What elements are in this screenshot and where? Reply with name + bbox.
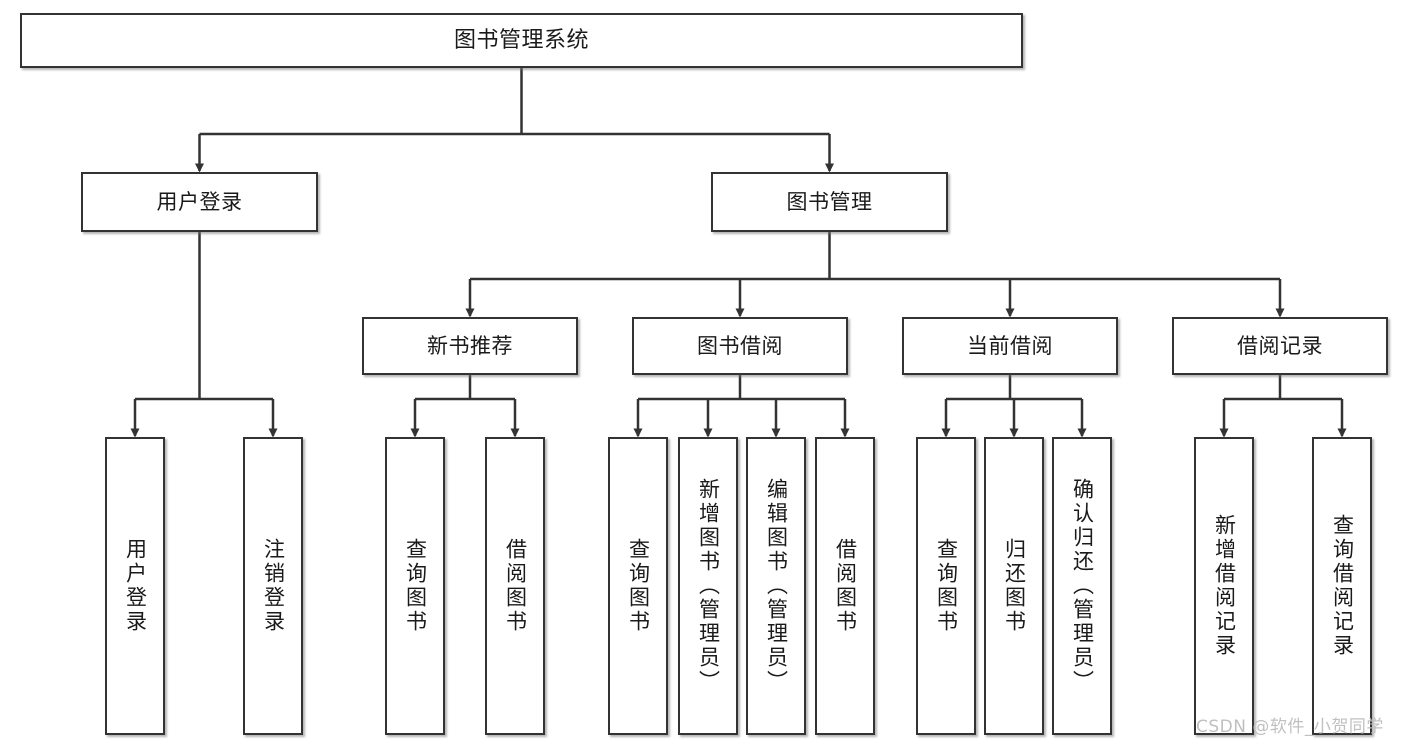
leaf-borrow-book-recommendation-label: 借阅图书: [503, 538, 528, 634]
node-book-borrowing-label: 图书借阅: [697, 333, 783, 358]
leaf-logout[interactable]: 注销登录: [243, 437, 303, 735]
edges: [130, 68, 1347, 438]
leaf-add-book-label: 新增图书（管理员）: [696, 478, 721, 694]
leaf-return-book[interactable]: 归还图书: [984, 437, 1044, 735]
leaf-edit-book[interactable]: 编辑图书（管理员）: [746, 437, 806, 735]
node-book-management[interactable]: 图书管理: [711, 172, 948, 232]
leaf-borrow-book-recommendation[interactable]: 借阅图书: [485, 437, 545, 735]
node-book-management-label: 图书管理: [786, 189, 873, 214]
node-new-book-recommendation-label: 新书推荐: [427, 333, 513, 358]
leaf-confirm-return[interactable]: 确认归还（管理员）: [1052, 437, 1112, 735]
leaf-query-book-borrowing-label: 查询图书: [626, 538, 651, 634]
node-root[interactable]: 图书管理系统: [20, 13, 1023, 68]
leaf-user-login[interactable]: 用户登录: [105, 437, 165, 735]
node-book-borrowing[interactable]: 图书借阅: [632, 317, 848, 375]
leaf-confirm-return-label: 确认归还（管理员）: [1070, 478, 1095, 694]
node-borrowing-records-label: 借阅记录: [1237, 333, 1323, 358]
node-current-borrowing-label: 当前借阅: [967, 333, 1053, 358]
leaf-borrow-book[interactable]: 借阅图书: [815, 437, 875, 735]
leaf-add-borrowing-record-label: 新增借阅记录: [1212, 514, 1237, 658]
leaf-user-login-label: 用户登录: [123, 538, 148, 634]
leaf-query-book-borrowing[interactable]: 查询图书: [608, 437, 668, 735]
node-current-borrowing[interactable]: 当前借阅: [902, 317, 1118, 375]
leaf-borrow-book-label: 借阅图书: [833, 538, 858, 634]
node-new-book-recommendation[interactable]: 新书推荐: [362, 317, 578, 375]
node-user-login[interactable]: 用户登录: [81, 172, 318, 232]
leaf-logout-label: 注销登录: [261, 538, 286, 634]
node-borrowing-records[interactable]: 借阅记录: [1172, 317, 1388, 375]
leaf-query-book-recommendation[interactable]: 查询图书: [385, 437, 445, 735]
leaf-query-book-current[interactable]: 查询图书: [916, 437, 976, 735]
leaf-return-book-label: 归还图书: [1002, 538, 1027, 634]
node-root-label: 图书管理系统: [453, 27, 589, 53]
node-user-login-label: 用户登录: [156, 189, 243, 214]
leaf-query-borrowing-record-label: 查询借阅记录: [1330, 514, 1355, 658]
leaf-edit-book-label: 编辑图书（管理员）: [764, 478, 789, 694]
leaf-query-borrowing-record[interactable]: 查询借阅记录: [1312, 437, 1372, 735]
leaf-query-book-recommendation-label: 查询图书: [403, 538, 428, 634]
leaf-query-book-current-label: 查询图书: [934, 538, 959, 634]
leaf-add-book[interactable]: 新增图书（管理员）: [678, 437, 738, 735]
leaf-add-borrowing-record[interactable]: 新增借阅记录: [1194, 437, 1254, 735]
